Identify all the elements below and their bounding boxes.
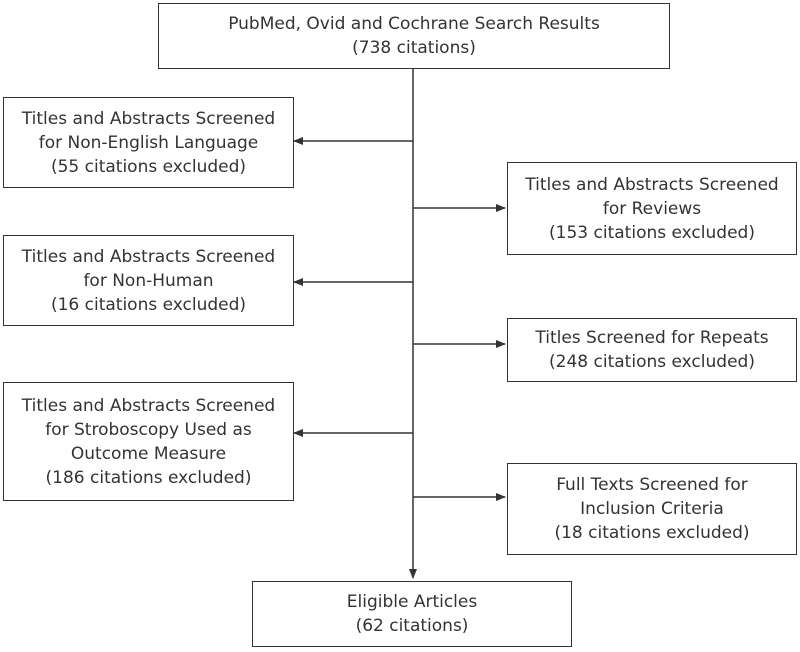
non-english-box: Titles and Abstracts Screened for Non-En… bbox=[3, 97, 294, 188]
non-english-line-2: for Non-English Language bbox=[38, 132, 259, 153]
repeats-count: (248 citations excluded) bbox=[549, 352, 755, 372]
stroboscopy-box: Titles and Abstracts Screened for Strobo… bbox=[3, 382, 294, 501]
non-human-count: (16 citations excluded) bbox=[50, 294, 247, 315]
search-results-title: PubMed, Ovid and Cochrane Search Results bbox=[228, 14, 600, 34]
full-texts-count: (18 citations excluded) bbox=[554, 523, 750, 543]
eligible-articles-title: Eligible Articles bbox=[346, 592, 478, 612]
stroboscopy-line-2: for Stroboscopy Used as bbox=[45, 419, 252, 440]
non-human-box: Titles and Abstracts Screened for Non-Hu… bbox=[3, 235, 294, 326]
stroboscopy-count: (186 citations excluded) bbox=[45, 467, 252, 488]
repeats-box: Titles Screened for Repeats (248 citatio… bbox=[507, 318, 797, 382]
stroboscopy-line-3: Outcome Measure bbox=[70, 443, 227, 464]
reviews-box: Titles and Abstracts Screened for Review… bbox=[507, 162, 797, 255]
eligible-articles-count: (62 citations) bbox=[355, 616, 469, 636]
non-human-line-2: for Non-Human bbox=[83, 270, 214, 291]
search-results-box: PubMed, Ovid and Cochrane Search Results… bbox=[158, 3, 670, 69]
non-english-count: (55 citations excluded) bbox=[50, 156, 247, 177]
stroboscopy-line-1: Titles and Abstracts Screened bbox=[21, 395, 276, 416]
reviews-count: (153 citations excluded) bbox=[549, 222, 755, 243]
repeats-line-1: Titles Screened for Repeats bbox=[535, 328, 769, 348]
eligible-articles-box: Eligible Articles (62 citations) bbox=[252, 581, 572, 647]
full-texts-line-1: Full Texts Screened for bbox=[556, 475, 748, 495]
reviews-line-1: Titles and Abstracts Screened bbox=[525, 174, 779, 195]
non-english-line-1: Titles and Abstracts Screened bbox=[21, 108, 276, 129]
full-texts-box: Full Texts Screened for Inclusion Criter… bbox=[507, 463, 797, 555]
search-results-count: (738 citations) bbox=[352, 38, 476, 58]
reviews-line-2: for Reviews bbox=[602, 198, 702, 219]
full-texts-line-2: Inclusion Criteria bbox=[580, 499, 724, 519]
non-human-line-1: Titles and Abstracts Screened bbox=[21, 246, 276, 267]
